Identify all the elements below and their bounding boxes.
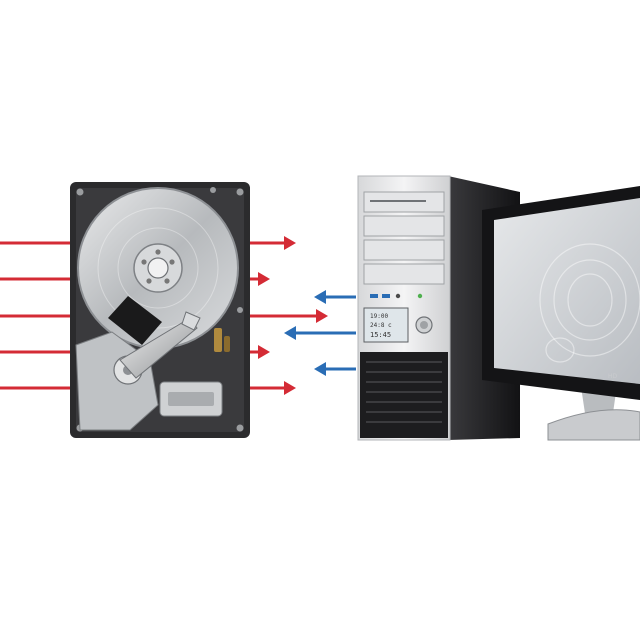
hdd-connector-slot [168,392,214,406]
screen-ripples [539,243,640,363]
drive-bay [363,215,445,237]
hdd-bronze-pin [214,328,222,352]
spindle-screw [164,278,170,284]
drive-bay [363,263,445,285]
incoming-arrows [0,241,72,390]
arrow-head [314,290,326,304]
actuator-arm [119,317,198,379]
tower-lcd-panel [363,307,409,343]
arrow-head [316,309,328,323]
hdd-bronze-pin [224,336,230,352]
monitor-screen [494,198,640,384]
arrow-head [258,345,270,359]
usb-port [382,294,390,298]
ripple [539,243,640,357]
power-led [417,293,423,299]
lcd-line-2: 24:8 c [370,322,392,329]
return-arrows [284,290,356,376]
screw [236,424,244,432]
ripple [545,337,575,363]
spindle-screw [141,259,147,265]
arrow-head [258,272,270,286]
spindle-screw [169,259,175,265]
spindle-screw [155,249,161,255]
screw [210,187,216,193]
optical-slot [370,200,426,202]
screw [236,188,244,196]
screw [76,188,84,196]
outgoing-arrows [250,236,328,395]
power-button-center [420,321,428,329]
monitor-icon: HD [482,186,640,441]
hard-drive-icon [70,182,250,438]
screw [237,307,243,313]
arrow-head [314,362,326,376]
actuator-head [181,311,201,331]
vent-slots [366,361,442,423]
platter-ring [117,227,199,309]
lcd-line-1: 19:00 [370,313,388,320]
platter-ring [97,207,219,329]
spindle-center [147,257,169,279]
monitor-base [547,409,640,441]
usb-port [370,294,378,298]
audio-jack [395,293,401,299]
hdd-magnet-cover [108,296,162,345]
monitor-badge: HD [608,373,618,380]
tower-vent-panel [360,352,448,438]
arrow-head [284,236,296,250]
arrow-head [284,381,296,395]
lcd-line-3: 15:45 [370,331,391,339]
drive-bay [363,239,445,261]
ripple [553,259,627,341]
arrow-head [284,326,296,340]
ripple [567,273,613,327]
spindle-screw [146,278,152,284]
